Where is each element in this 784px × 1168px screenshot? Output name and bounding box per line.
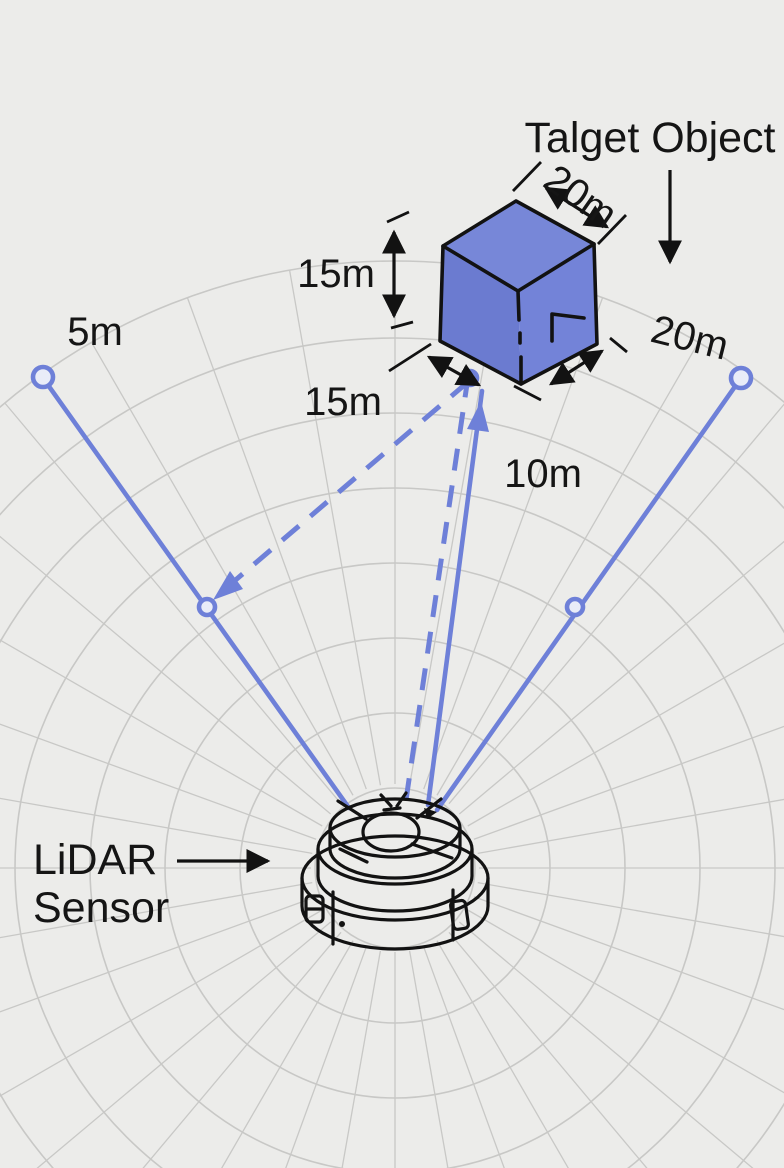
label-target-object: Talget Object (525, 114, 776, 162)
grid-radial-line (467, 909, 784, 1094)
emitted-pulse-dashed-beam (403, 383, 470, 801)
grid-radial-line (473, 896, 784, 1011)
dim-ticks-bottom-left-edge (388, 342, 542, 402)
grid-radial-line (186, 297, 367, 790)
cube-front-edge-dashed (516, 289, 523, 386)
scan-point-right-far (728, 365, 754, 391)
sensor-notch-right (395, 791, 408, 808)
dimension-annotations (177, 161, 682, 873)
sensor-body (300, 797, 490, 951)
dim-ticks-top-edge (511, 161, 628, 245)
sensor-top-tier-top (328, 797, 462, 859)
scan-beam-right (434, 375, 744, 813)
grid-radial-line (0, 723, 317, 840)
grid-radial-line (436, 940, 569, 1168)
lidar-sensor (300, 791, 490, 951)
grid-radial-line (423, 946, 505, 1168)
grid-radial-line (0, 639, 323, 827)
scan-beam-left (40, 375, 352, 811)
dim-arrow-bottom-left-edge (426, 355, 482, 387)
cube-top-inner-edges (441, 242, 596, 293)
dim-arrow-top-edge (543, 186, 610, 229)
grid-radial-line (90, 341, 354, 796)
beam-arrowheads (213, 401, 489, 600)
scan-beams (40, 375, 744, 813)
label-range-10m: 10m (504, 452, 582, 496)
grid-radial-line (436, 341, 700, 796)
sensor-base-top (300, 834, 490, 922)
sensor-notch-left (379, 793, 393, 808)
target-cube (438, 199, 599, 386)
grid-radial-line (285, 946, 367, 1168)
reflected-pulse-dashed-beam (230, 380, 470, 585)
dim-tick-bottom-right-edge (609, 336, 628, 354)
scan-point-right-mid (564, 596, 586, 618)
label-range-5m: 5m (67, 310, 123, 354)
sensor-spoke-right (415, 797, 443, 820)
label-dim-15m-height: 15m (297, 252, 375, 296)
grid-radial-line (477, 798, 784, 855)
sensor-spoke-left (336, 799, 368, 821)
grid-radial-line (0, 909, 323, 1097)
sensor-top-dash (382, 806, 402, 812)
sensor-top-tier-wall (328, 826, 462, 880)
grid-radial-line (36, 921, 332, 1168)
grid-radial-line (142, 931, 342, 1168)
sensor-dot (339, 921, 345, 927)
label-lidar-line2: Sensor (33, 884, 169, 932)
grid-radial-line (0, 535, 332, 815)
grid-radial-line (341, 950, 382, 1168)
scan-beam-center (425, 388, 485, 808)
grid-radial-line (408, 950, 449, 1168)
grid-radial-line (448, 403, 784, 805)
label-lidar-line1: LiDAR (33, 836, 157, 884)
grid-radial-line (458, 540, 784, 815)
scan-point-left-mid (196, 596, 218, 618)
sensor-diagonal-right (410, 842, 454, 860)
sensor-diagonal-left (338, 847, 369, 864)
dim-ticks-height (386, 210, 414, 330)
center-beam-arrowhead (467, 401, 489, 432)
cube-face-reflection-mark (550, 312, 586, 343)
grid-radial-line (448, 931, 648, 1168)
cube-left-face (440, 246, 521, 384)
grid-radial-line (0, 881, 313, 939)
grid-radial-line (221, 940, 354, 1168)
reflected-beam-arrowhead (213, 571, 243, 600)
grid-radial-line (458, 921, 754, 1168)
grid-radial-line (477, 881, 784, 938)
grid-radial-line (473, 725, 784, 840)
grid-radial-line (0, 797, 313, 855)
cube-outline (438, 199, 599, 386)
sensor-port-right (449, 898, 470, 931)
text-labels: Talget Object 5m 15m 15m 10m 20m 20m LiD… (33, 114, 776, 932)
sensor-mid-tier-wall (316, 847, 474, 913)
dim-arrow-bottom-right-edge (548, 349, 605, 386)
grid-radial-line (288, 270, 382, 786)
grid-radial-line (0, 896, 317, 1013)
grid-radial-line (4, 402, 342, 805)
sensor-wedge-mark (424, 808, 437, 819)
sensor-lens-circle (361, 811, 421, 853)
grid-radial-line (467, 642, 784, 827)
polar-grid (0, 260, 784, 1168)
scan-point-left-far (30, 364, 56, 390)
sensor-details (304, 791, 470, 946)
label-dim-15m-edge: 15m (304, 380, 382, 424)
